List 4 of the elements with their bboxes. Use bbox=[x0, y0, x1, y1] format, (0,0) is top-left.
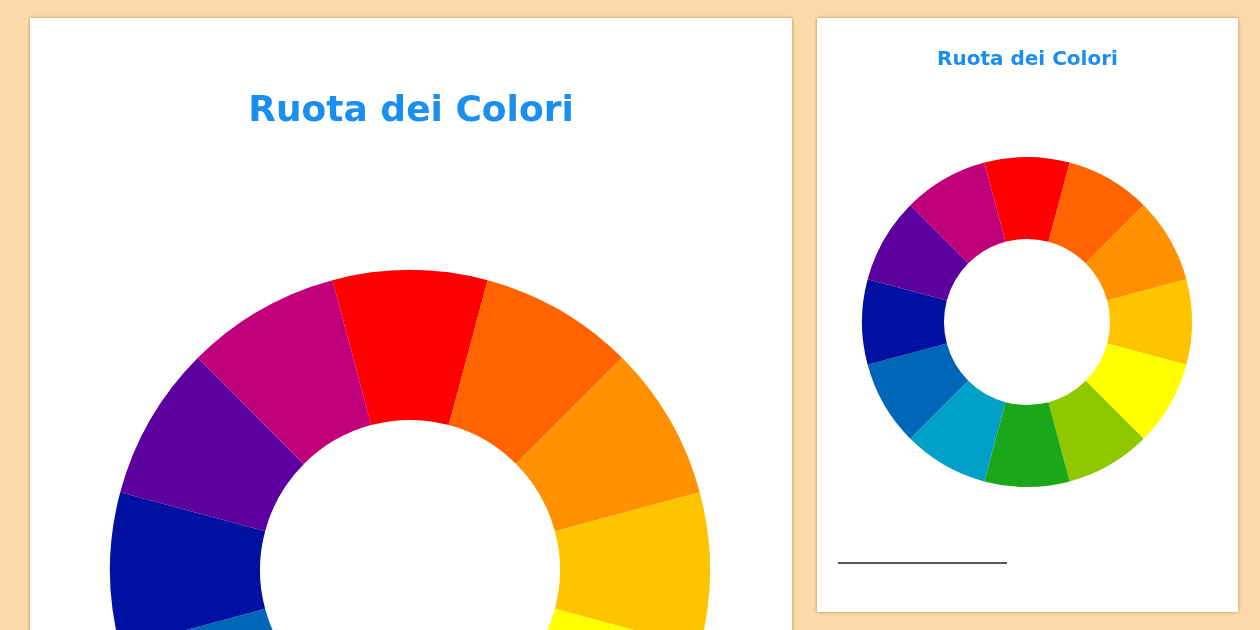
page-sheet bbox=[30, 18, 792, 630]
page-sheet bbox=[817, 18, 1238, 612]
page-title: Ruota dei Colori bbox=[937, 46, 1118, 70]
page-title: Ruota dei Colori bbox=[248, 88, 574, 129]
